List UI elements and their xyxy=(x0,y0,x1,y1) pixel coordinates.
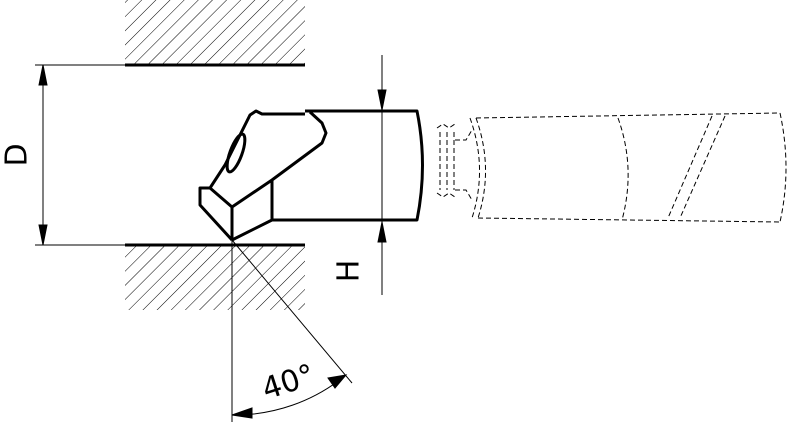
dimension-h-label: H xyxy=(331,259,367,283)
angle-dimension xyxy=(231,239,353,422)
dimension-d-label: D xyxy=(0,143,35,167)
dimension-d xyxy=(35,64,125,246)
workpiece-bottom-hatch xyxy=(125,246,305,310)
workpiece-top-hatch xyxy=(125,0,305,64)
tool-shank-hidden xyxy=(436,112,787,223)
dimension-h xyxy=(377,55,387,295)
boring-tool xyxy=(198,109,424,242)
